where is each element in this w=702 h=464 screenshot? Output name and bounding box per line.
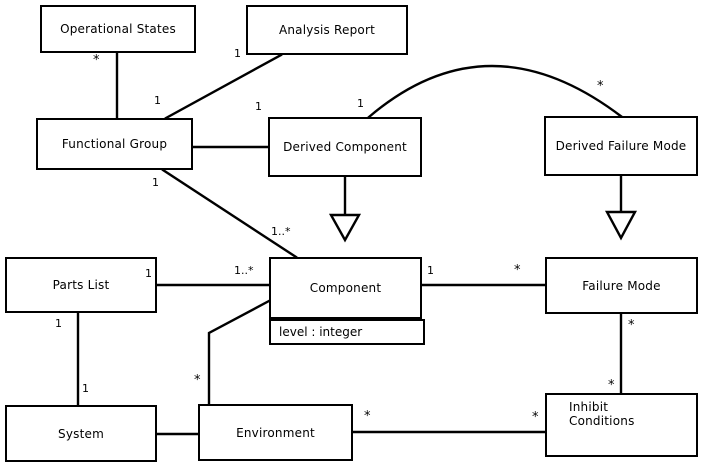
- multiplicity-label-m13: 1: [55, 317, 62, 330]
- multiplicity-label-m1: *: [93, 53, 100, 68]
- association-component-environment: [207, 299, 271, 406]
- class-box-parts_list[interactable]: Parts List: [5, 257, 157, 313]
- multiplicity-label-m18: *: [364, 409, 371, 424]
- class-box-system[interactable]: System: [5, 405, 157, 462]
- multiplicity-label-m3: 1: [234, 47, 241, 60]
- class-box-operational_states[interactable]: Operational States: [40, 5, 196, 53]
- class-name-analysis_report: Analysis Report: [278, 23, 376, 37]
- attribute-compartment-component_attrs[interactable]: level : integer: [269, 319, 425, 345]
- multiplicity-label-m4: 1: [255, 100, 262, 113]
- class-name-parts_list: Parts List: [52, 278, 110, 292]
- class-box-environment[interactable]: Environment: [198, 404, 353, 461]
- multiplicity-label-m17: *: [608, 378, 615, 393]
- generalization-arrow-derived_failure_mode-to-failure_mode: [604, 210, 638, 241]
- multiplicity-label-m15: *: [194, 373, 201, 388]
- multiplicity-label-m2: 1: [154, 94, 161, 107]
- class-box-derived_component[interactable]: Derived Component: [268, 117, 422, 177]
- class-name-environment: Environment: [236, 425, 315, 440]
- class-box-functional_group[interactable]: Functional Group: [36, 118, 193, 170]
- class-name-functional_group: Functional Group: [61, 137, 168, 151]
- class-box-failure_mode[interactable]: Failure Mode: [545, 257, 698, 314]
- class-name-system: System: [58, 426, 104, 441]
- class-box-derived_failure_mode[interactable]: Derived Failure Mode: [544, 116, 698, 176]
- class-name-operational_states: Operational States: [60, 22, 176, 36]
- class-box-inhibit_conditions[interactable]: Inhibit Conditions: [545, 393, 698, 457]
- association-derived_component-derived_failure_mode: [367, 64, 624, 119]
- generalization-arrow-derived_component-to-component: [328, 213, 362, 243]
- class-name-derived_component: Derived Component: [283, 140, 407, 154]
- multiplicity-label-m7: 1: [152, 176, 159, 189]
- class-name-component: Component: [309, 281, 382, 295]
- multiplicity-label-m16: *: [628, 318, 635, 333]
- multiplicity-label-m12: *: [514, 263, 521, 278]
- class-name-inhibit_conditions: Inhibit Conditions: [569, 400, 635, 428]
- multiplicity-label-m6: *: [597, 79, 604, 94]
- multiplicity-label-m5: 1: [357, 97, 364, 110]
- multiplicity-label-m11: 1: [427, 264, 434, 277]
- class-name-failure_mode: Failure Mode: [582, 278, 661, 293]
- multiplicity-label-m19: *: [532, 410, 539, 425]
- multiplicity-label-m14: 1: [82, 382, 89, 395]
- class-box-analysis_report[interactable]: Analysis Report: [246, 5, 408, 55]
- class-name-derived_failure_mode: Derived Failure Mode: [555, 139, 687, 153]
- attribute-text-component_attrs: level : integer: [279, 325, 363, 339]
- multiplicity-label-m10: 1..*: [234, 264, 254, 277]
- association-functional_group-analysis_report: [164, 53, 283, 120]
- association-functional_group-component: [161, 168, 298, 259]
- class-box-component[interactable]: Component: [269, 257, 422, 319]
- multiplicity-label-m8: 1..*: [271, 225, 291, 238]
- multiplicity-label-m9: 1: [145, 267, 152, 280]
